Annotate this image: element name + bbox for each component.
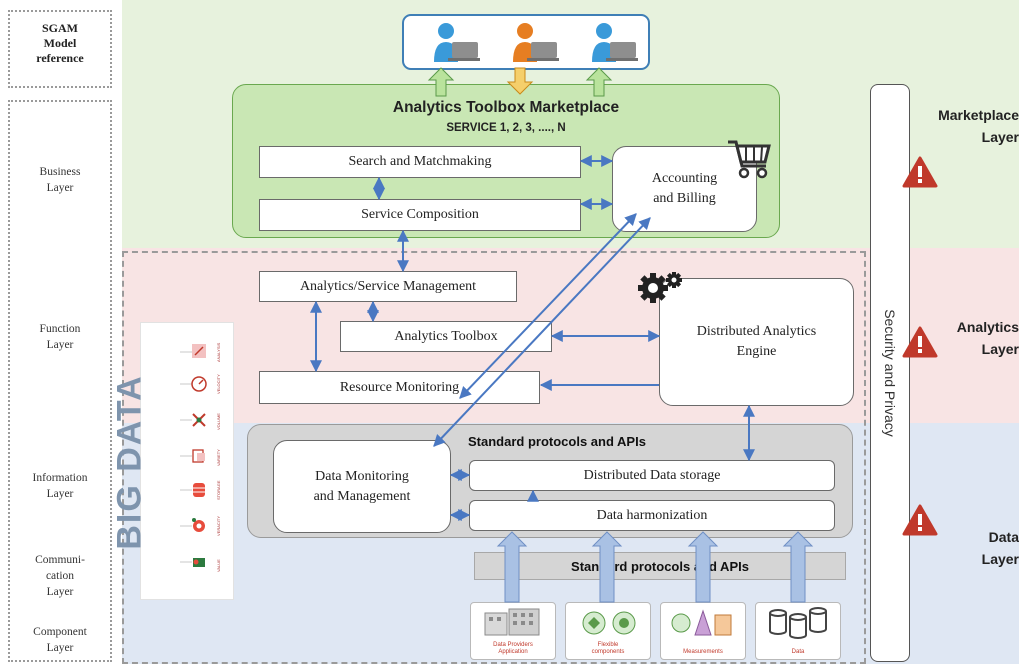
sgam-line: reference bbox=[36, 51, 84, 65]
big-data-icons: ANALYSIS VELOCITY VOLUME VARIETY STORAGE… bbox=[180, 342, 221, 572]
function-layer-label: Function Layer bbox=[39, 323, 81, 351]
sgam-line: Model bbox=[43, 36, 77, 50]
resource-monitoring-box: Resource Monitoring bbox=[259, 371, 540, 404]
accounting-billing-box: Accounting and Billing bbox=[612, 146, 757, 232]
business-layer-label: Business Layer bbox=[39, 166, 81, 194]
warning-icon bbox=[902, 504, 938, 536]
marketplace-title: Analytics Toolbox Marketplace bbox=[392, 99, 620, 116]
big-data-icon-label: VALUE bbox=[216, 559, 221, 572]
distributed-analytics-engine-box: Distributed Analytics Engine bbox=[659, 278, 854, 406]
user-icon bbox=[434, 23, 480, 62]
volume-icon bbox=[192, 413, 206, 427]
communication-layer-label: Communi- cation Layer bbox=[35, 554, 85, 598]
big-data-panel bbox=[140, 322, 234, 600]
security-privacy-bar bbox=[870, 84, 910, 662]
analytics-toolbox-box: Analytics Toolbox bbox=[340, 321, 552, 352]
data-monitoring-management-box: Data Monitoring and Management bbox=[273, 440, 451, 533]
building-icon bbox=[484, 608, 540, 636]
value-icon bbox=[193, 558, 205, 567]
warning-icon bbox=[902, 326, 938, 358]
user-icon bbox=[513, 23, 559, 62]
search-matchmaking-box: Search and Matchmaking bbox=[259, 146, 581, 178]
component-label: Data bbox=[791, 649, 805, 655]
sgam-layers-box bbox=[8, 100, 112, 662]
component-label: components bbox=[591, 649, 625, 655]
security-privacy-label: Security and Privacy bbox=[882, 309, 898, 437]
shopping-cart-icon bbox=[728, 140, 771, 179]
sgam-line: SGAM bbox=[42, 21, 78, 35]
warning-icon bbox=[902, 156, 938, 188]
veracity-icon bbox=[192, 518, 205, 532]
component-measurements: Measurements bbox=[660, 602, 746, 660]
storage-icon bbox=[193, 483, 205, 497]
big-data-icon-label: STORAGE bbox=[216, 480, 221, 500]
velocity-icon bbox=[191, 376, 207, 392]
flexible-components-icon bbox=[582, 611, 636, 635]
component-layer-label: Component Layer bbox=[33, 626, 87, 654]
users-box bbox=[402, 14, 650, 70]
data-layer-label: Data Layer bbox=[981, 529, 1019, 567]
component-flexible: Flexible components bbox=[565, 602, 651, 660]
analytics-service-management-box: Analytics/Service Management bbox=[259, 271, 517, 302]
standard-protocols-title: Standard protocols and APIs bbox=[468, 434, 646, 449]
big-data-icon-label: VOLUME bbox=[216, 413, 221, 430]
service-composition-box: Service Composition bbox=[259, 199, 581, 231]
database-icon bbox=[769, 607, 827, 639]
marketplace-subtitle: SERVICE 1, 2, 3, ...., N bbox=[446, 122, 566, 134]
information-layer-label: Information Layer bbox=[32, 472, 88, 500]
component-data-providers: Data Providers Application bbox=[470, 602, 556, 660]
component-label: Data Providers bbox=[493, 642, 533, 648]
component-data: Data bbox=[755, 602, 841, 660]
measurements-icon bbox=[671, 609, 732, 636]
component-label: Application bbox=[498, 649, 528, 655]
big-data-icon-label: VELOCITY bbox=[216, 374, 221, 394]
distributed-data-storage-box: Distributed Data storage bbox=[469, 460, 835, 491]
big-data-icon-label: ANALYSIS bbox=[216, 342, 221, 362]
marketplace-layer-label: Marketplace Layer bbox=[938, 107, 1019, 145]
standard-protocols-bar: Standard protocols and APIs bbox=[474, 552, 846, 580]
variety-icon bbox=[192, 449, 205, 463]
big-data-icon-label: VARIETY bbox=[216, 449, 221, 466]
analysis-icon bbox=[192, 344, 206, 358]
gears-icon bbox=[638, 272, 682, 303]
data-harmonization-box: Data harmonization bbox=[469, 500, 835, 531]
sgam-reference-box: SGAM Model reference bbox=[8, 10, 112, 88]
component-label: Measurements bbox=[683, 649, 723, 655]
big-data-icon-label: VERACITY bbox=[216, 516, 221, 536]
component-label: Flexible bbox=[597, 642, 619, 648]
user-icon bbox=[592, 23, 638, 62]
analytics-layer-label: Analytics Layer bbox=[956, 319, 1019, 357]
